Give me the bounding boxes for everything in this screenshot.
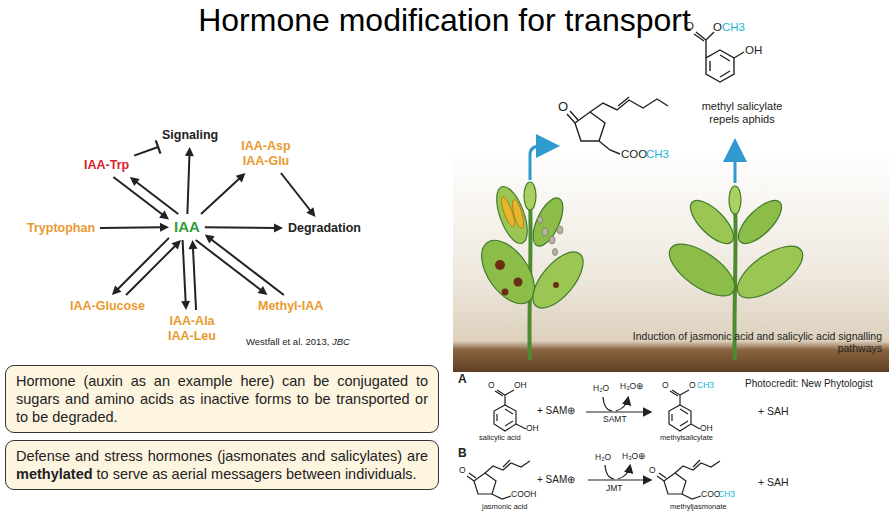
chem-label: CH3 xyxy=(722,21,745,34)
hormone-node: Tryptophan xyxy=(25,220,97,237)
node-text: IAA-Trp xyxy=(84,158,129,173)
node-text: IAA xyxy=(174,218,200,236)
chem-label: CH3 xyxy=(646,148,669,161)
chem-label: COO xyxy=(701,490,720,500)
chem-label: O xyxy=(459,466,466,476)
chem-label: OH xyxy=(700,424,713,434)
text-box: Defense and stress hormones (jasmonates … xyxy=(5,440,439,490)
hormone-node: Methyl-IAA xyxy=(256,298,325,315)
node-text: IAA-Glucose xyxy=(70,299,145,314)
chem-label: B xyxy=(458,447,467,461)
chem-label: + SAM⊕ xyxy=(537,474,575,486)
chem-label: CH3 xyxy=(697,381,714,391)
photo-credit: Photocredit: New Phytologist xyxy=(745,378,873,390)
attacked-plant xyxy=(471,182,592,360)
text-box: Hormone (auxin as an example here) can b… xyxy=(5,365,439,433)
chem-label: O xyxy=(488,381,495,391)
reaction-b-structures xyxy=(467,460,720,499)
arrow-connector xyxy=(189,240,198,310)
node-text: Methyl-IAA xyxy=(258,299,323,314)
chem-label: A xyxy=(458,373,467,387)
arrow-connector xyxy=(185,147,194,214)
arrow-connector xyxy=(205,234,284,295)
chem-label: O xyxy=(689,381,696,391)
arrow-connector xyxy=(196,240,268,295)
chem-label: H₃O⊕ xyxy=(622,452,646,462)
methylsalicylate-structure xyxy=(694,32,744,82)
inhibition-connector xyxy=(134,140,160,155)
hormone-node: IAA-Trp xyxy=(82,157,131,174)
node-text: Defense and stress hormones (jasmonates … xyxy=(16,447,428,483)
chem-label: jasmonic acid xyxy=(482,503,527,512)
arrow-connector xyxy=(281,173,316,217)
chem-label: methyljasmonate xyxy=(670,503,727,512)
caterpillars xyxy=(499,196,526,230)
chem-label: COO xyxy=(621,148,647,161)
chem-label: H₃O⊕ xyxy=(620,382,644,392)
hormone-node: IAA xyxy=(172,217,202,237)
chem-label: CH3 xyxy=(718,490,735,500)
arrow-connector xyxy=(201,173,245,214)
methyljasmonate-structure xyxy=(567,97,668,154)
hormone-node: IAA-Glucose xyxy=(68,298,147,315)
chem-label: H₂O xyxy=(593,384,609,394)
chem-label: OH xyxy=(745,44,762,57)
hormone-node: IAA-Asp IAA-Glu xyxy=(234,138,298,170)
arrow-connector xyxy=(112,238,169,295)
hormone-node: Signaling xyxy=(160,127,220,144)
node-text: IAA-Asp IAA-Glu xyxy=(236,139,296,169)
node-text: Signaling xyxy=(162,128,218,143)
chem-label: SAMT xyxy=(603,415,627,425)
chem-label: OH xyxy=(514,381,527,391)
chem-label: O xyxy=(685,20,694,33)
chem-label: Induction of jasmonic acid and salicylic… xyxy=(612,330,882,354)
chem-label: JMT xyxy=(606,484,623,494)
chem-label: + SAM⊕ xyxy=(537,405,575,417)
arrow-connector xyxy=(181,240,190,310)
node-text: Tryptophan xyxy=(27,221,95,236)
chem-label: methyl salicylate repels aphids xyxy=(692,100,792,125)
chem-label: + SAH xyxy=(758,476,789,488)
node-text: IAA-Ala IAA-Leu xyxy=(164,314,220,344)
chem-label: O xyxy=(662,381,669,391)
volatile-arrows xyxy=(530,146,735,183)
chem-label: O xyxy=(649,466,656,476)
chem-label: OH xyxy=(526,424,539,434)
leaf-spots xyxy=(495,260,559,296)
chem-label: H₂O xyxy=(595,453,611,463)
reaction-a-arrow xyxy=(586,397,650,412)
chem-label: O xyxy=(713,21,722,34)
reaction-a-structures xyxy=(494,390,700,431)
node-text: Hormone (auxin as an example here) can b… xyxy=(16,372,428,426)
reaction-b-arrow xyxy=(588,465,650,480)
aphids xyxy=(538,217,564,256)
hormone-node: IAA-Ala IAA-Leu xyxy=(162,313,222,345)
scene-ground xyxy=(453,150,889,372)
arrow-connector xyxy=(205,223,283,232)
arrow-connector xyxy=(113,177,169,220)
chem-label: methylsalicylate xyxy=(660,434,713,443)
chem-label: + SAH xyxy=(758,405,789,417)
chem-label: COOH xyxy=(511,490,537,500)
node-text: Degradation xyxy=(288,221,361,236)
citation: Westfall et al. 2013, JBC xyxy=(246,337,350,348)
arrow-connector xyxy=(126,240,181,295)
slide-title: Hormone modification for transport xyxy=(0,2,889,39)
arrow-connector xyxy=(100,223,169,232)
chem-label: salicylic acid xyxy=(479,434,521,443)
hormone-node: Degradation xyxy=(286,220,363,237)
chem-label: O xyxy=(558,100,568,115)
